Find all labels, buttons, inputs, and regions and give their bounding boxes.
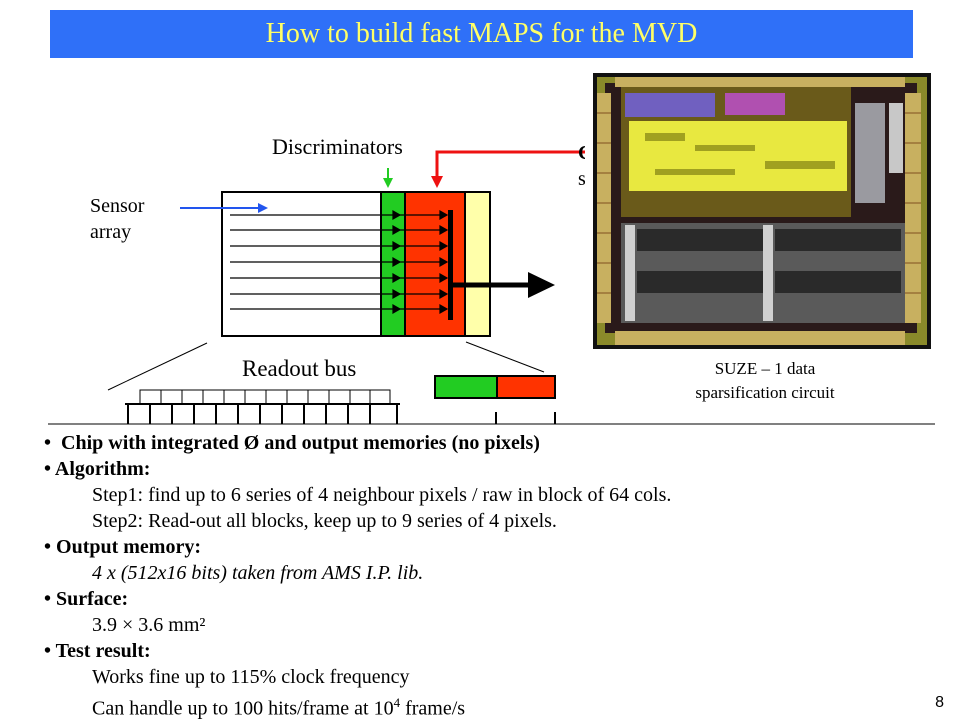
bullet-chip: • Chip with integrated Ø and output memo… xyxy=(44,432,540,454)
algorithm-step2: Step2: Read-out all blocks, keep up to 9… xyxy=(92,510,557,532)
output-arrow xyxy=(528,272,555,298)
surface-text: 3.9 × 3.6 mm² xyxy=(92,614,206,636)
test-result-line2: Can handle up to 100 hits/frame at 104 f… xyxy=(92,695,466,720)
test-result-line1: Works fine up to 115% clock frequency xyxy=(92,666,410,688)
bullet-output-memory: • Output memory: xyxy=(44,536,201,558)
algorithm-step1: Step1: find up to 6 series of 4 neighbou… xyxy=(92,484,672,506)
red-segment xyxy=(496,375,556,399)
bullet-list: • Chip with integrated Ø and output memo… xyxy=(44,430,924,722)
page-number: 8 xyxy=(935,694,944,711)
readout-bar xyxy=(448,210,453,320)
bullet-test-result: • Test result: xyxy=(44,640,151,662)
readout-bus-label: Readout bus xyxy=(242,356,357,381)
chip-caption: SUZE – 1 data sparsification circuit xyxy=(695,359,835,402)
sensor-arrow xyxy=(258,203,268,213)
bus-teeth xyxy=(125,403,556,424)
chip-layout-image xyxy=(585,73,931,353)
row-arrows xyxy=(230,209,449,315)
memory-column xyxy=(464,191,491,337)
output-memory-text: 4 x (512x16 bits) taken from AMS I.P. li… xyxy=(92,562,424,584)
bullet-surface: • Surface: xyxy=(44,588,129,610)
slide-title: How to build fast MAPS for the MVD xyxy=(265,18,698,49)
discriminator-arrow xyxy=(383,178,393,188)
red-arrow xyxy=(431,176,443,188)
discriminators-label: Discriminators xyxy=(272,134,403,159)
title-bar: How to build fast MAPS for the MVD xyxy=(50,10,913,58)
sparsification-column xyxy=(404,191,466,337)
green-segment xyxy=(434,375,498,399)
bullet-algorithm: • Algorithm: xyxy=(44,458,151,480)
readout-bus xyxy=(139,389,391,405)
sensor-label: Sensor array xyxy=(90,195,145,243)
chip-layout-drawing xyxy=(593,73,931,349)
